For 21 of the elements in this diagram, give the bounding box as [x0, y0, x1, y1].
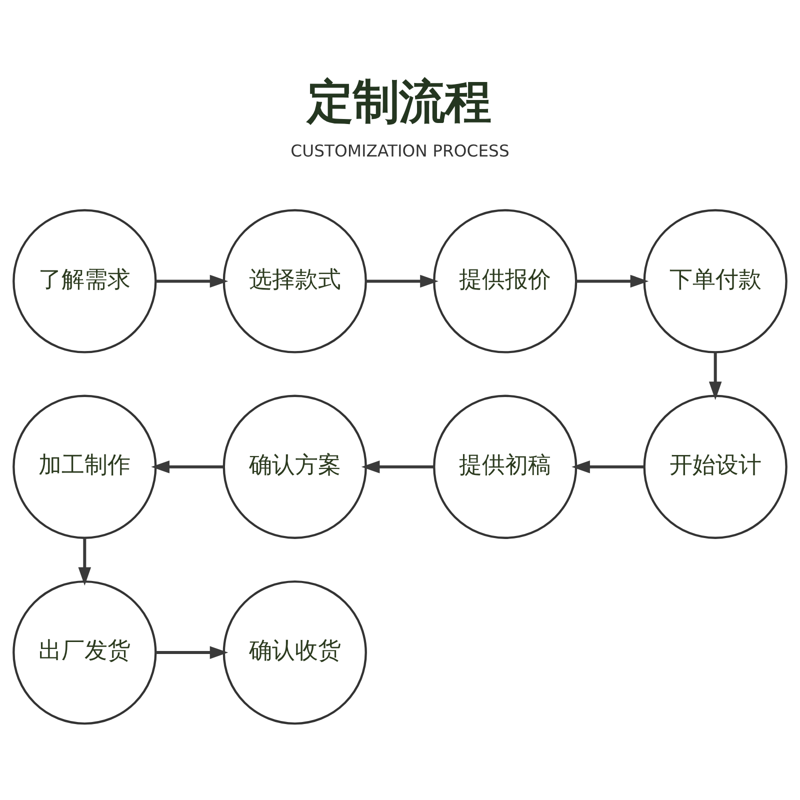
arrow — [156, 646, 228, 659]
node-circle: 提供初稿 — [433, 394, 578, 539]
node-circle: 出厂发货 — [12, 580, 157, 725]
arrow — [361, 460, 434, 474]
node-circle: 提供报价 — [433, 209, 578, 354]
node-circle: 确认收货 — [222, 580, 367, 725]
arrow — [78, 538, 92, 586]
node-circle: 下单付款 — [643, 209, 788, 354]
arrow — [572, 460, 644, 474]
arrow — [151, 460, 224, 474]
arrow — [366, 274, 438, 288]
node-circle: 确认方案 — [222, 394, 367, 539]
node-circle: 开始设计 — [643, 394, 788, 539]
diagram-title: 定制流程 — [307, 74, 492, 129]
arrow — [708, 352, 722, 400]
label: CUSTOMIZATION PROCESS — [290, 141, 510, 160]
node-circle: 了解需求 — [12, 209, 157, 354]
node-circle: 加工制作 — [12, 394, 157, 539]
arrow — [576, 274, 649, 288]
arrow — [156, 274, 228, 288]
node-circle: 选择款式 — [222, 209, 367, 354]
